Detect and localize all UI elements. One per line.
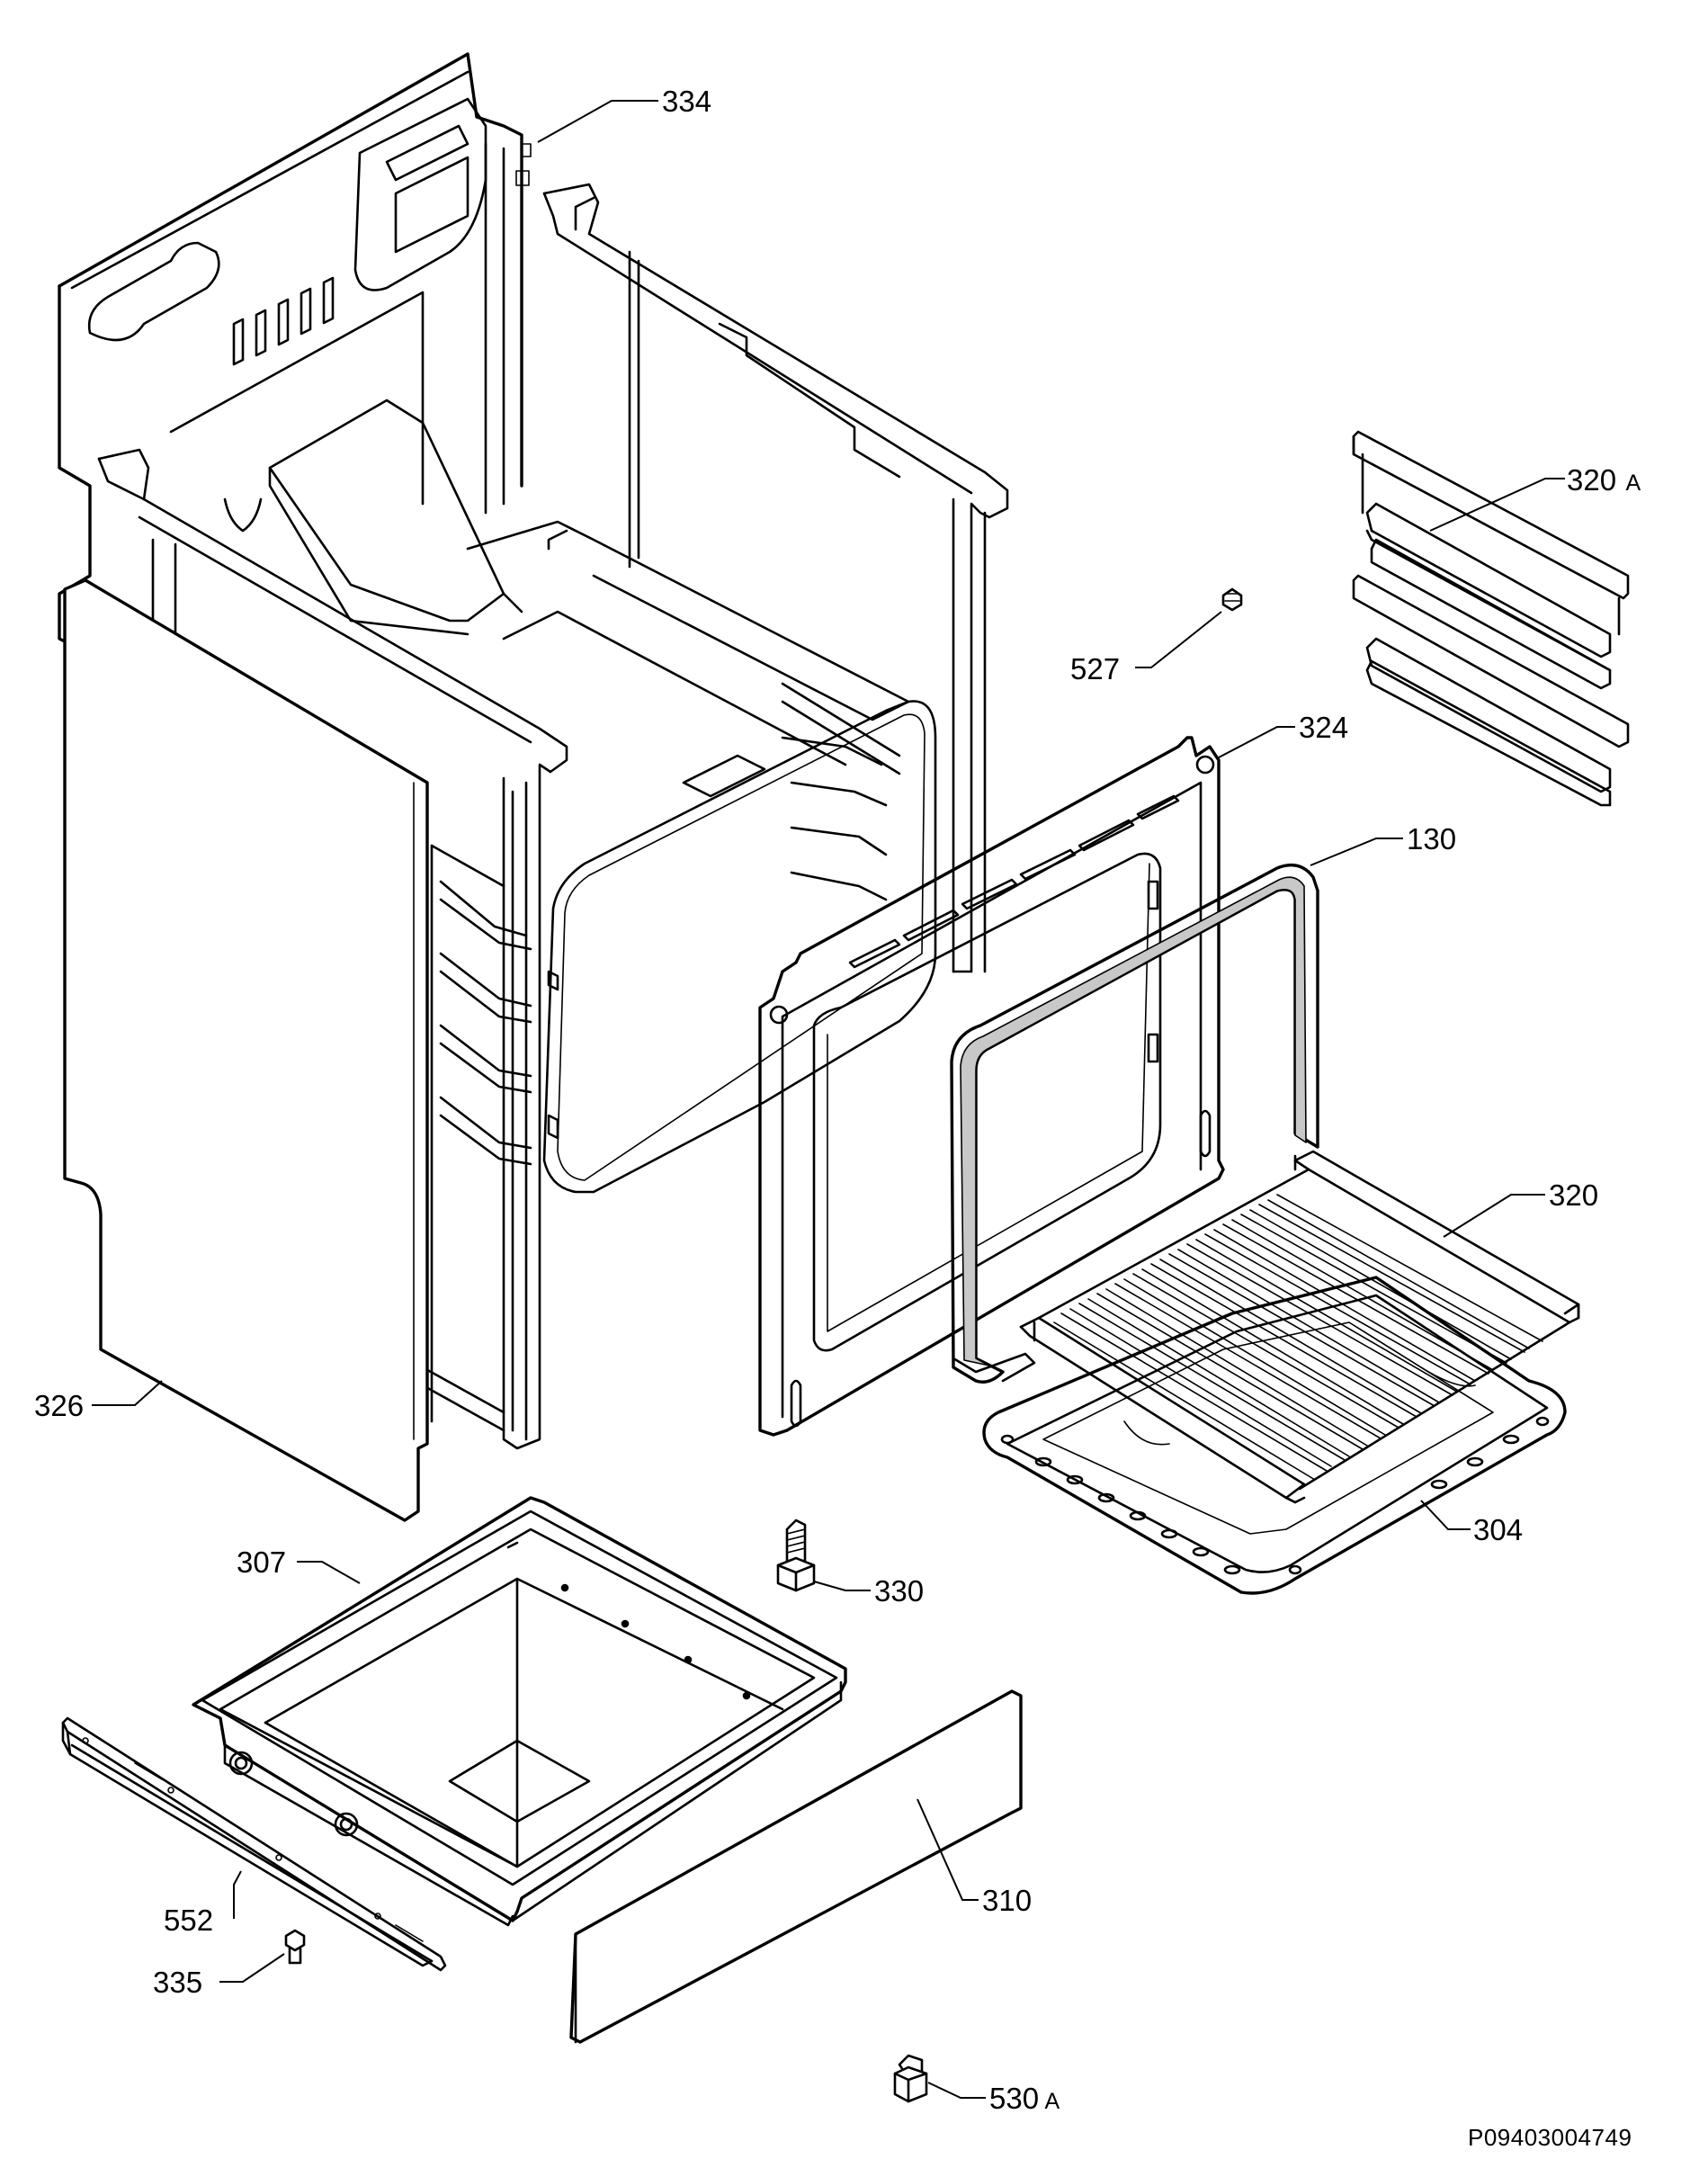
- callout-552: 552: [164, 1904, 213, 1937]
- part-326-side-panel: [63, 578, 429, 1522]
- callout-530a-suffix: A: [1045, 2089, 1060, 2114]
- callout-326: 326: [34, 1389, 84, 1422]
- part-324-front-frame: [758, 736, 1225, 1437]
- part-330-foot: [776, 1518, 816, 1592]
- callout-335: 335: [153, 1966, 202, 1999]
- callout-324: 324: [1299, 711, 1348, 744]
- part-130-gasket: [950, 864, 1319, 1384]
- part-oven-cavity: [223, 399, 937, 1423]
- part-310-drawer-front: [569, 1689, 1023, 2044]
- part-320-wire-rack: [1019, 1150, 1580, 1504]
- callout-310: 310: [982, 1884, 1032, 1917]
- callout-307: 307: [237, 1545, 286, 1579]
- part-530a-foot-cap: [893, 2054, 928, 2103]
- drawing-code: P09403004749: [1468, 2124, 1632, 2151]
- callout-320a-suffix: A: [1626, 470, 1641, 496]
- callout-527: 527: [1070, 652, 1120, 685]
- callout-530a: 530 A: [989, 2082, 1060, 2115]
- leader-lines: [92, 100, 1565, 2099]
- callout-320: 320: [1549, 1178, 1598, 1212]
- callout-530a-number: 530: [989, 2082, 1039, 2115]
- callout-130: 130: [1407, 822, 1456, 856]
- callout-330: 330: [874, 1574, 924, 1608]
- part-304-baking-tray: [982, 1276, 1567, 1595]
- callout-334: 334: [662, 85, 711, 118]
- part-527-screw: [1221, 587, 1243, 612]
- callout-labels: 334 320 A 527 324 130 320 326 304 307 33…: [34, 85, 1641, 2151]
- part-320a-shelf-runner: [1352, 430, 1630, 807]
- part-334-rear-panel: [58, 52, 532, 654]
- part-552-slide-rail: [61, 1716, 447, 1972]
- callout-320a: 320 A: [1567, 463, 1641, 497]
- callout-304: 304: [1473, 1513, 1523, 1546]
- part-307-drawer: [192, 1496, 847, 1927]
- part-oven-frame: [97, 183, 1009, 1450]
- part-335-screw: [284, 1929, 306, 1965]
- callout-320a-number: 320: [1567, 463, 1616, 497]
